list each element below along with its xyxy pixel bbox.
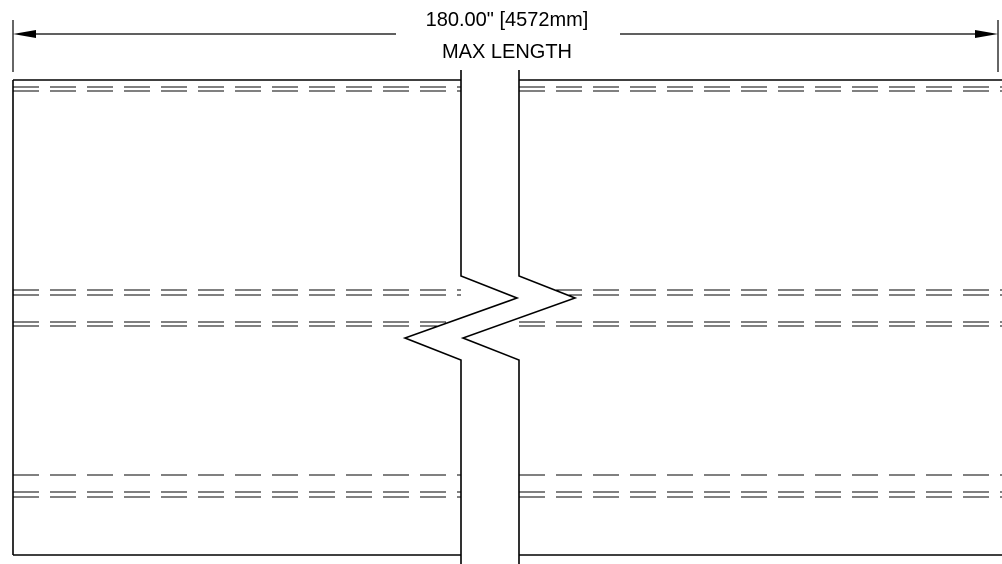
arrowhead-left-icon [13,30,36,38]
hidden-lines-left [13,86,461,498]
dimension-value-label: 180.00" [4572mm] [426,9,589,31]
dimension-note-label: MAX LENGTH [442,41,572,63]
break-line-left [402,70,520,564]
left-panel [12,79,461,556]
arrowhead-right-icon [975,30,998,38]
right-panel [519,79,1002,556]
break-line-right [460,70,578,564]
hidden-lines-right [519,86,1002,498]
break-gap-mask [405,70,575,564]
